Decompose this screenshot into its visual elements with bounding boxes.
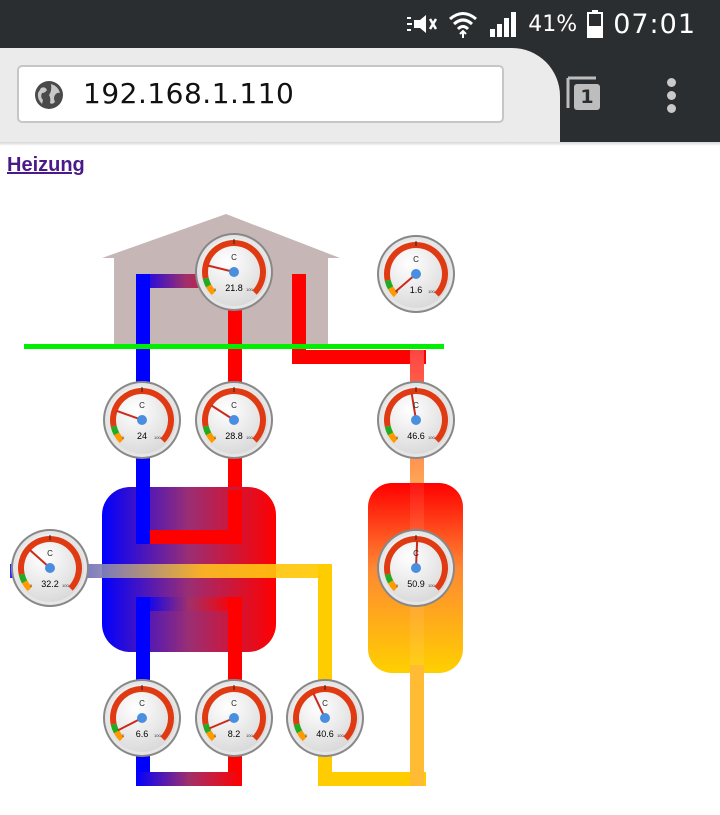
- status-time: 07:01: [613, 8, 696, 40]
- gauge-dial: [377, 381, 455, 459]
- gauge-dial: [286, 679, 364, 757]
- gauge-unit: C: [413, 401, 419, 410]
- gauge-value: 28.8: [225, 431, 243, 441]
- gauge-unit: C: [139, 699, 145, 708]
- gauge-middle-upper: C 28.8 0 100: [194, 380, 274, 460]
- yellow-pipe-bottom: [318, 772, 426, 786]
- gauge-min-label: 0: [122, 435, 125, 440]
- gauge-far-left: C 32.2 0 100: [10, 528, 90, 608]
- gauge-value: 8.2: [227, 729, 241, 739]
- gauge-right-lower: C 40.6 0 100: [285, 678, 365, 758]
- gauge-unit: C: [413, 255, 419, 264]
- url-text: 192.168.1.110: [83, 77, 295, 110]
- battery-percent: 41%: [528, 11, 578, 37]
- right-pipe-vertical-1: [292, 274, 306, 364]
- heizung-link[interactable]: Heizung: [7, 154, 85, 176]
- globe-icon: [33, 79, 65, 116]
- gauge-max-label: 100: [246, 733, 253, 738]
- gauge-max-label: 100: [428, 583, 435, 588]
- gauge-unit: C: [322, 699, 328, 708]
- gauge-boiler: C 50.9 0 100: [376, 528, 456, 608]
- gauge-outdoor: C 1.6 0 100: [376, 234, 456, 314]
- gauge-min-label: 0: [396, 289, 399, 294]
- tabs-icon: [566, 76, 596, 108]
- gauge-min-label: 0: [214, 287, 217, 292]
- gauge-value: 21.8: [225, 283, 243, 293]
- battery-icon: [587, 10, 604, 38]
- status-bar: 41% 07:01: [0, 0, 720, 48]
- gauge-unit: C: [139, 401, 145, 410]
- gauge-left-lower: C 6.6 0 100: [102, 678, 182, 758]
- gauge-dial: [195, 679, 273, 757]
- gauge-min-label: 0: [396, 583, 399, 588]
- gauge-max-label: 100: [428, 289, 435, 294]
- gauge-value: 46.6: [407, 431, 425, 441]
- bottom-connector: [136, 772, 242, 786]
- gauge-min-label: 0: [30, 583, 33, 588]
- tank-top-cold: [136, 487, 150, 544]
- gauge-dial: [11, 529, 89, 607]
- gauge-max-label: 100: [154, 733, 161, 738]
- tank-bottom-cold: [136, 597, 150, 655]
- gauge-unit: C: [231, 401, 237, 410]
- gauge-value: 1.6: [409, 285, 423, 295]
- gauge-dial: [195, 381, 273, 459]
- horizontal-pipe: [10, 564, 330, 578]
- signal-icon: [488, 11, 518, 37]
- gauge-min-label: 0: [214, 435, 217, 440]
- gauge-max-label: 100: [154, 435, 161, 440]
- gauge-dial: [377, 235, 455, 313]
- gauge-value: 6.6: [135, 729, 149, 739]
- gauge-min-label: 0: [214, 733, 217, 738]
- gauge-min-label: 0: [122, 733, 125, 738]
- gauge-unit: C: [231, 699, 237, 708]
- gauge-value: 24: [136, 431, 147, 441]
- tank-bottom-hot: [228, 597, 242, 655]
- tab-count: 1: [574, 84, 600, 110]
- gauge-unit: C: [413, 549, 419, 558]
- gauge-min-label: 0: [305, 733, 308, 738]
- gauge-dial: [103, 381, 181, 459]
- gauge-min-label: 0: [396, 435, 399, 440]
- gauge-max-label: 100: [246, 287, 253, 292]
- gauge-house: C 21.8 0 100: [194, 232, 274, 312]
- gauge-max-label: 100: [246, 435, 253, 440]
- gauge-value: 32.2: [41, 579, 59, 589]
- toolbar-shadow: [0, 142, 720, 146]
- gauge-dial: [103, 679, 181, 757]
- browser-toolbar: 192.168.1.110 1: [0, 48, 720, 142]
- gauge-max-label: 100: [428, 435, 435, 440]
- gauge-right-upper: C 46.6 0 100: [376, 380, 456, 460]
- gauge-value: 50.9: [407, 579, 425, 589]
- gauge-unit: C: [47, 549, 53, 558]
- gauge-max-label: 100: [62, 583, 69, 588]
- url-bar[interactable]: 192.168.1.110: [17, 65, 504, 123]
- gauge-dial: [195, 233, 273, 311]
- gauge-value: 40.6: [316, 729, 334, 739]
- right-pipe-horizontal: [292, 350, 426, 364]
- wifi-icon: [448, 10, 478, 38]
- boiler-pipe-bottom: [410, 665, 424, 786]
- gauge-left-upper: C 24 0 100: [102, 380, 182, 460]
- mute-icon: [404, 12, 438, 36]
- gauge-max-label: 100: [337, 733, 344, 738]
- gauge-dial: [377, 529, 455, 607]
- menu-icon[interactable]: [656, 72, 686, 118]
- ground-line: [24, 344, 444, 349]
- tabs-button[interactable]: 1: [566, 72, 606, 118]
- gauge-unit: C: [231, 253, 237, 262]
- gauge-middle-lower: C 8.2 0 100: [194, 678, 274, 758]
